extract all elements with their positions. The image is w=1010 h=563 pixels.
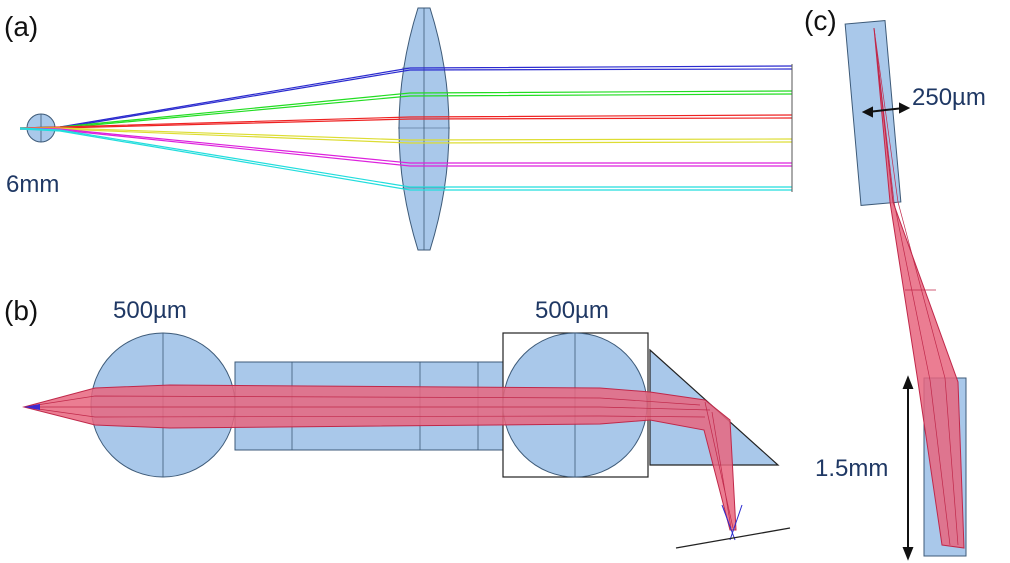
- panel-b: (b): [4, 295, 791, 549]
- panel-b-beam: [22, 384, 743, 541]
- panel-c-label: (c): [804, 5, 837, 36]
- panel-c-length-arrow: [902, 375, 914, 561]
- panel-c-rod-length-label: 1.5mm: [815, 455, 888, 482]
- panel-c-rod-diameter-label: 250µm: [912, 84, 986, 111]
- panel-a-ray-fan: [19, 65, 793, 191]
- panel-c-beam: [873, 27, 965, 549]
- panel-a-lens-size-label: 6mm: [6, 171, 59, 198]
- panel-b-left-ball-size-label: 500µm: [113, 297, 187, 324]
- panel-c: (c) 250µm 1.5mm: [804, 5, 986, 561]
- panel-b-beam-tip: [24, 404, 40, 410]
- panel-a-label: (a): [4, 11, 38, 42]
- panel-a-ray-cyan: [19, 127, 792, 188]
- panel-c-width-arrow: [861, 102, 911, 118]
- panel-b-label: (b): [4, 295, 38, 326]
- panel-b-image-surface: [675, 527, 791, 549]
- panel-b-right-ball-size-label: 500µm: [535, 297, 609, 324]
- panel-a: (a) 6mm: [4, 7, 793, 251]
